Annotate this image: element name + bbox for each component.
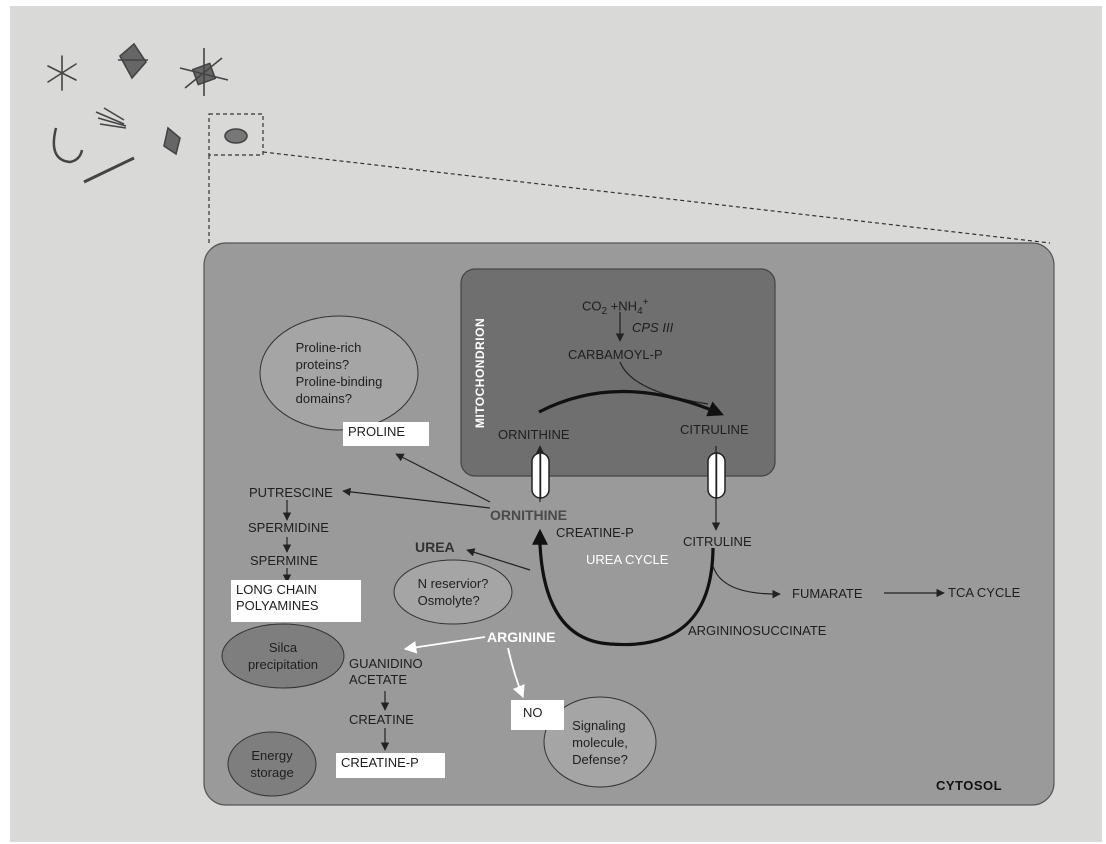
- arginine-label: ARGININE: [487, 629, 556, 645]
- fumarate-label: FUMARATE: [792, 586, 863, 601]
- cytosol-ornithine-label: ORNITHINE: [490, 507, 567, 523]
- arrow-ornithine-citruline: [538, 389, 724, 417]
- urea-label: UREA: [415, 539, 455, 555]
- mitochondrion-body: [460, 268, 776, 477]
- carbamoyl-p-label: CARBAMOYL-P: [568, 347, 663, 362]
- diatom-diamond-icon: [163, 126, 181, 156]
- co2-nh4-label: CO2 +NH4+: [582, 297, 649, 317]
- arrow-urea-cycle: [532, 528, 715, 647]
- cps-iii-label: CPS III: [632, 320, 674, 335]
- no-box: NO: [511, 700, 564, 730]
- mito-citruline-label: CITRULINE: [680, 422, 749, 437]
- oval-silica: Silca precipitation: [247, 640, 319, 672]
- oval-n-reservoir: N reservior? Osmolyte?: [417, 576, 489, 608]
- cytosol-citruline-label: CITRULINE: [683, 534, 752, 549]
- oval-signaling-shape: [543, 696, 657, 788]
- cycle-creatine-p-label: CREATINE-P: [556, 525, 634, 540]
- oval-signaling: Signaling molecule, Defense?: [572, 717, 628, 767]
- arrow-guanidino: [403, 636, 486, 654]
- zoom-selection-box: [208, 113, 264, 156]
- spermine-label: SPERMINE: [250, 553, 318, 568]
- mito-ornithine-label: ORNITHINE: [498, 427, 570, 442]
- arrow-no: [507, 647, 525, 699]
- oval-n-reservoir-shape: [393, 559, 513, 625]
- arrow-fumarate: [712, 565, 781, 599]
- arrow-putrescine: [342, 487, 491, 509]
- oval-silica-shape: [221, 623, 345, 689]
- zoom-guide-right: [262, 151, 1051, 244]
- diatom-chain-icon: [179, 48, 229, 96]
- creatine-label: CREATINE: [349, 712, 414, 727]
- urea-cycle-label: UREA CYCLE: [586, 552, 669, 567]
- diatom-hook-icon: [52, 127, 84, 164]
- diatom-icons: [47, 42, 248, 184]
- guanidino-acetate-label: GUANIDINO ACETATE: [349, 656, 423, 687]
- oval-proline-rich-shape: [259, 315, 419, 431]
- mitochondrion-label: MITOCHONDRION: [473, 317, 487, 429]
- creatine-p-box: CREATINE-P: [336, 753, 445, 778]
- spermidine-label: SPERMIDINE: [248, 520, 329, 535]
- proline-box: PROLINE: [343, 422, 429, 446]
- oval-energy: Energy storage: [250, 748, 294, 780]
- long-chain-polyamines-box: LONG CHAIN POLYAMINES: [231, 580, 361, 622]
- tca-cycle-label: TCA CYCLE: [948, 585, 1021, 600]
- diatom-star-icon: [47, 55, 77, 91]
- oval-energy-shape: [227, 731, 317, 797]
- diatom-selected-icon: [224, 128, 248, 144]
- argininosuccinate-label: ARGININOSUCCINATE: [688, 623, 827, 638]
- arrow-carbamoyl-join: [619, 361, 709, 405]
- arrow-proline: [395, 453, 491, 503]
- diatom-needle-icon: [83, 156, 135, 184]
- oval-proline-rich: Proline-rich proteins? Proline-binding d…: [295, 340, 383, 406]
- cytosol-label: CYTOSOL: [936, 778, 1003, 793]
- diatom-fan-icon: [95, 107, 127, 129]
- arrow-urea: [466, 548, 531, 571]
- putrescine-label: PUTRESCINE: [249, 485, 333, 500]
- diatom-box-icon: [118, 42, 148, 80]
